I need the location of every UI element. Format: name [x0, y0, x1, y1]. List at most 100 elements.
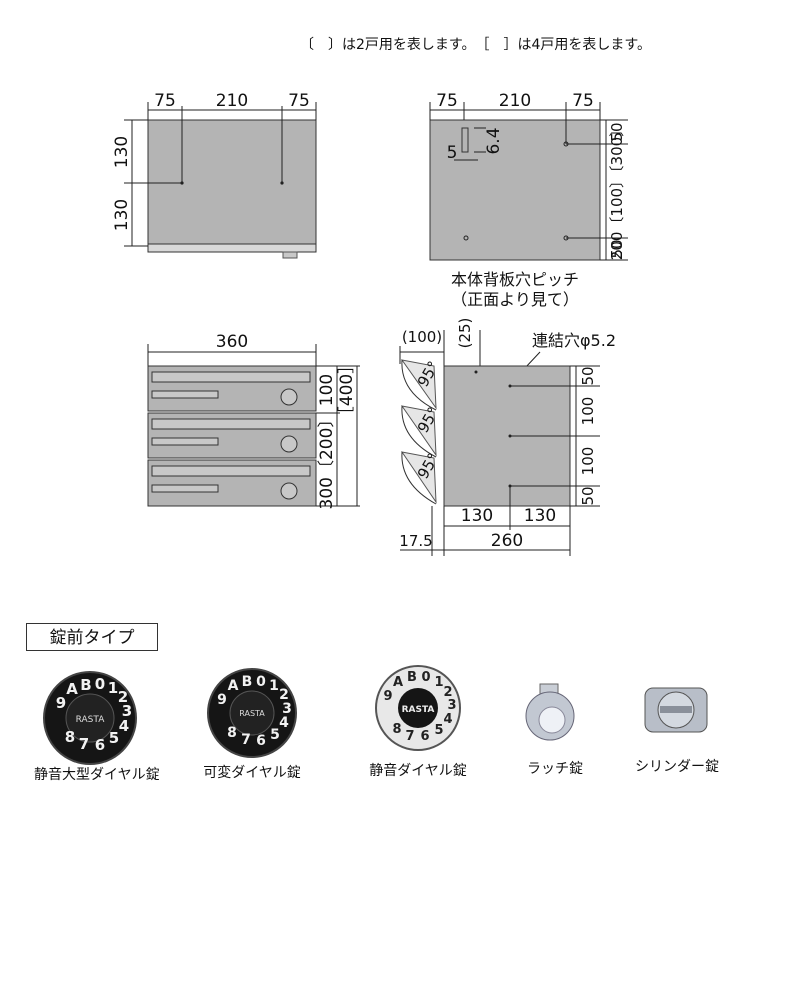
svg-text:9: 9: [56, 694, 66, 712]
dim-260: 260: [491, 531, 523, 551]
back-top-view: 75 210 75 5 6.4 50 200〔100〕〔300〕 50 本体背板…: [429, 91, 628, 309]
dim-back-200: 200〔100〕〔300〕: [608, 122, 626, 260]
dim-130a: 130: [461, 506, 493, 526]
back-panel: [429, 119, 601, 261]
mail-slot: [151, 418, 311, 430]
svg-text:0: 0: [256, 674, 266, 690]
svg-text:1: 1: [434, 675, 443, 690]
svg-text:7: 7: [79, 735, 89, 753]
svg-text:A: A: [393, 675, 403, 690]
svg-text:5: 5: [270, 727, 280, 743]
svg-text:3: 3: [282, 701, 292, 717]
svg-text:9: 9: [217, 692, 227, 708]
dim-back-75a: 75: [436, 91, 458, 111]
dim-side-100b: 100: [579, 447, 597, 476]
name-plate: [151, 390, 219, 399]
dim-6-4: 6.4: [484, 127, 504, 154]
dim-front-210: 210: [216, 91, 248, 111]
dim-back-210: 210: [499, 91, 531, 111]
svg-text:5: 5: [109, 729, 119, 747]
svg-text:8: 8: [65, 728, 75, 746]
back-caption-2: （正面より見て）: [451, 290, 579, 309]
back-hole: [463, 235, 469, 241]
svg-text:2: 2: [118, 688, 128, 706]
svg-text:4: 4: [279, 715, 289, 731]
svg-text:B: B: [80, 676, 91, 694]
svg-text:2: 2: [279, 687, 289, 703]
lock-brand: RASTA: [402, 705, 435, 715]
svg-text:3: 3: [447, 698, 456, 713]
front-foot: [282, 251, 298, 259]
door-arc-3: 95°: [400, 450, 443, 505]
lock-brand: RASTA: [76, 715, 106, 725]
svg-text:A: A: [66, 680, 78, 698]
svg-text:B: B: [407, 670, 417, 685]
lock-label-variable-dial: 可変ダイヤル錠: [203, 765, 301, 781]
back-caption-1: 本体背板穴ピッチ: [451, 270, 579, 289]
svg-text:7: 7: [241, 732, 251, 748]
svg-text:0: 0: [421, 670, 430, 685]
dim-360: 360: [216, 332, 248, 352]
side-stack-view: (100) (25) 連結穴φ5.2 95° 95° 95°: [399, 318, 616, 556]
svg-text:1: 1: [108, 679, 118, 697]
lock-label-latch: ラッチ錠: [527, 761, 583, 777]
dim-front-75a: 75: [154, 91, 176, 111]
connector-label: 連結穴φ5.2: [532, 331, 616, 350]
slot-hole: [461, 127, 469, 153]
svg-text:6: 6: [95, 736, 105, 754]
svg-text:8: 8: [392, 722, 401, 737]
svg-text:2: 2: [443, 685, 452, 700]
lock-latch-icon: [525, 683, 575, 741]
front-top-view: 75 210 75 130 130: [112, 91, 317, 259]
dim-back-50b: 50: [608, 239, 626, 258]
svg-text:B: B: [242, 674, 253, 690]
legend-note: 〔 〕は2戸用を表します。 ［ ］は4戸用を表します。: [300, 37, 652, 53]
dim-400: ［400］: [337, 357, 357, 423]
hole-marker: [280, 181, 284, 185]
lock-label-cylinder: シリンダー錠: [635, 759, 719, 775]
mail-slot: [151, 465, 311, 477]
lock-brand: RASTA: [239, 709, 265, 718]
svg-text:7: 7: [405, 729, 414, 744]
svg-text:6: 6: [256, 733, 266, 749]
svg-text:4: 4: [443, 712, 452, 727]
front-panel: [147, 119, 317, 245]
dim-100-paren: (100): [402, 328, 442, 346]
dim-back-75b: 75: [572, 91, 594, 111]
svg-text:8: 8: [227, 725, 237, 741]
dim-5: 5: [447, 143, 458, 163]
dial-lock: [280, 435, 298, 453]
lock-label-silent-dial: 静音ダイヤル錠: [369, 763, 467, 779]
dim-back-50a: 50: [608, 122, 626, 141]
dim-17-5: 17.5: [399, 532, 432, 550]
dim-side-100a: 100: [579, 397, 597, 426]
svg-text:0: 0: [95, 675, 105, 693]
svg-text:5: 5: [434, 723, 443, 738]
door-arc-1: 95°: [400, 358, 443, 411]
dim-side-50a: 50: [579, 366, 597, 385]
lock-label-large-dial: 静音大型ダイヤル錠: [34, 767, 160, 783]
lock-cylinder-icon: [644, 687, 708, 733]
svg-text:1: 1: [269, 678, 279, 694]
svg-text:6: 6: [420, 729, 429, 744]
dim-130b: 130: [524, 506, 556, 526]
dial-lock: [280, 388, 298, 406]
svg-text:4: 4: [119, 717, 129, 735]
name-plate: [151, 437, 219, 446]
dim-side-50b: 50: [579, 486, 597, 505]
dim-front-75b: 75: [288, 91, 310, 111]
dim-100: 100: [317, 374, 337, 406]
dim-300: 300〔200〕: [317, 411, 337, 510]
dim-front-130b: 130: [112, 199, 132, 231]
door-arc-2: 95°: [400, 404, 443, 458]
name-plate: [151, 484, 219, 493]
mail-slot: [151, 371, 311, 383]
svg-text:9: 9: [383, 689, 392, 704]
dial-lock: [280, 482, 298, 500]
svg-text:3: 3: [122, 702, 132, 720]
dim-25: (25): [456, 318, 474, 349]
dim-front-130a: 130: [112, 136, 132, 168]
